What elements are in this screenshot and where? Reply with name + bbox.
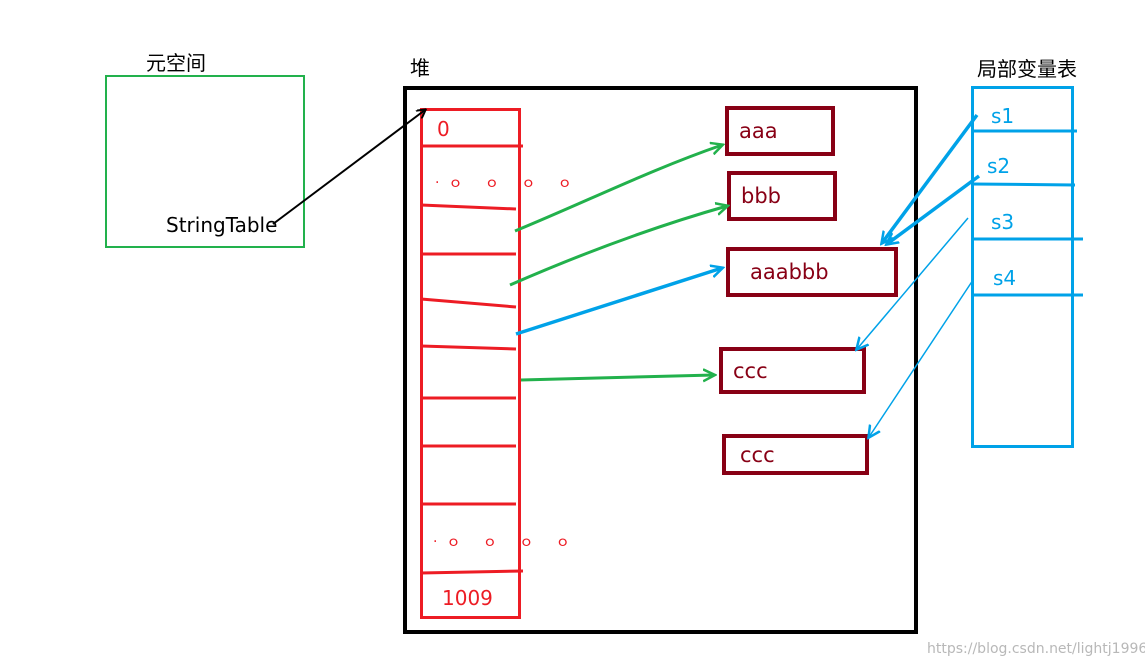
- local-variable-table: [971, 86, 1074, 448]
- lvt-divider: [971, 182, 1076, 187]
- entry-to-bbb-arrow: [509, 206, 727, 287]
- local-variable-table-label: 局部变量表: [977, 57, 1077, 81]
- heap-label: 堆: [410, 56, 430, 80]
- var-s3: s3: [991, 210, 1015, 234]
- heap-string-aaa: aaa: [725, 106, 835, 156]
- s3-to-ccc-arrow: [857, 217, 969, 349]
- heap-string-ccc-interned: ccc: [719, 347, 866, 394]
- entry-to-aaa-arrow: [514, 145, 722, 233]
- var-s1: s1: [991, 104, 1015, 128]
- stringtable-label: StringTable: [166, 213, 278, 237]
- heap-string-aaabbb: aaabbb: [726, 247, 898, 297]
- heap-string-ccc-new: ccc: [722, 434, 869, 475]
- row-divider: [420, 203, 517, 211]
- s2-to-aaabbb-arrow: [887, 174, 981, 244]
- string-table-row-dividers: [420, 144, 524, 575]
- s4-to-ccc-arrow: [869, 279, 974, 437]
- string-table-array: [420, 108, 521, 619]
- string-table-first-index: 0: [437, 117, 450, 141]
- s1-to-aaabbb-arrow: [882, 113, 979, 243]
- local-variable-table-dividers: [971, 129, 1083, 297]
- var-s4: s4: [993, 266, 1017, 290]
- metaspace-label: 元空间: [146, 51, 206, 75]
- row-divider: [420, 344, 517, 351]
- string-table-dots-bottom: ·ｏ ｏ ｏ ｏ: [433, 534, 579, 550]
- string-table-dots-top: ·ｏ ｏ ｏ ｏ: [435, 175, 581, 191]
- var-s2: s2: [987, 154, 1011, 178]
- row-divider: [420, 297, 517, 309]
- heap-box: [403, 86, 918, 634]
- entry-to-aaabbb-arrow: [515, 268, 722, 336]
- watermark-text: https://blog.csdn.net/lightj1996: [927, 641, 1145, 657]
- metaspace-box: [105, 75, 305, 248]
- row-divider: [420, 569, 524, 575]
- heap-string-bbb: bbb: [727, 171, 837, 221]
- string-table-last-index: 1009: [442, 586, 493, 610]
- stringtable-to-array-arrow: [272, 110, 425, 225]
- entry-to-ccc-arrow: [520, 375, 714, 380]
